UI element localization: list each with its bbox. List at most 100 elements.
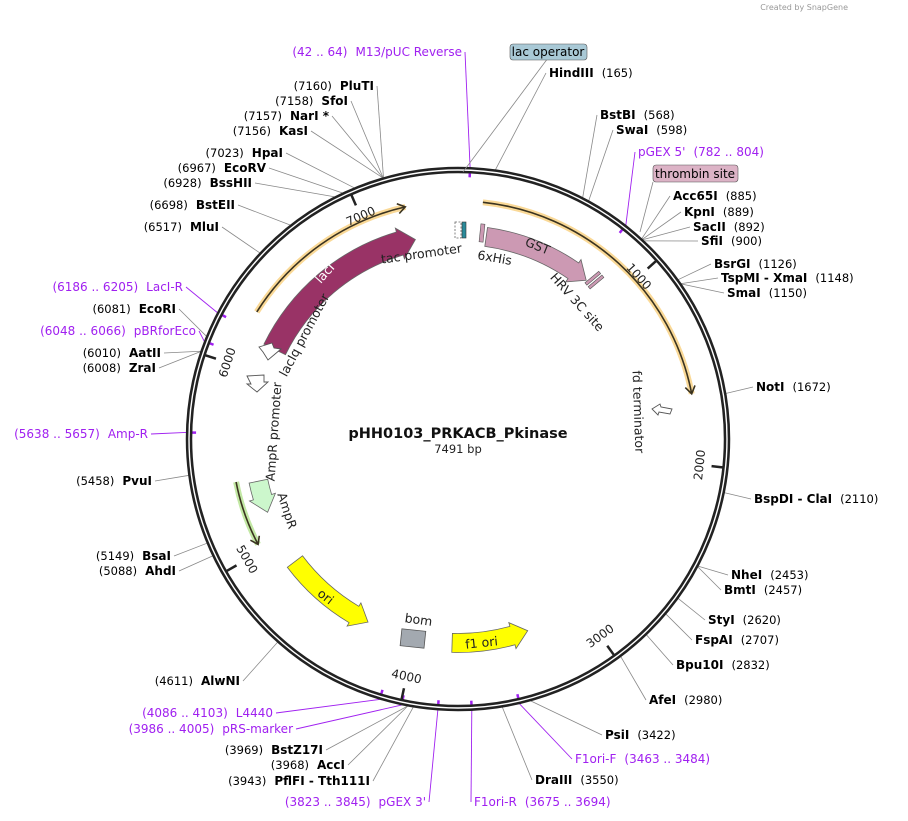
enzyme-leader-line	[642, 211, 682, 240]
enzyme-label[interactable]: PsiI(3422)	[605, 728, 676, 742]
enzyme-label[interactable]: StyI(2620)	[708, 613, 781, 627]
enzyme-label[interactable]: (6008)ZraI	[83, 361, 156, 375]
lac-operator-mark[interactable]	[461, 221, 467, 239]
primer-name: F1ori-R	[474, 795, 517, 809]
primer-label[interactable]: (6186 .. 6205)LacI-R	[52, 280, 183, 294]
enzyme-label[interactable]: (6010)AatII	[83, 346, 161, 360]
enzyme-leader-line	[154, 475, 189, 482]
enzyme-label[interactable]: (5458)PvuI	[76, 474, 152, 488]
orf-line[interactable]	[256, 206, 406, 313]
primer-name: pGEX 5'	[638, 145, 685, 159]
enzyme-name: ZraI	[129, 361, 156, 375]
enzyme-label[interactable]: AfeI(2980)	[649, 693, 722, 707]
ampr-promoter-label: AmpR promoter	[263, 381, 285, 482]
enzyme-label[interactable]: NheI(2453)	[731, 568, 808, 582]
enzyme-label[interactable]: (7157)NarI *	[244, 109, 330, 123]
enzyme-label[interactable]: (6517)MluI	[144, 220, 219, 234]
fd-terminator-label: fd terminator	[630, 370, 648, 454]
enzyme-label[interactable]: (6081)EcoRI	[92, 302, 176, 316]
enzyme-label[interactable]: SacII(892)	[693, 220, 765, 234]
6xhis-mark[interactable]	[478, 223, 486, 243]
enzyme-label[interactable]: Acc65I(885)	[673, 189, 757, 203]
enzyme-label[interactable]: NotI(1672)	[756, 380, 831, 394]
enzyme-label[interactable]: KpnI(889)	[684, 205, 754, 219]
thrombin-site-box[interactable]: thrombin site	[639, 164, 739, 233]
tick-label: 3000	[584, 621, 617, 650]
feature-ampr-arrow[interactable]	[248, 478, 277, 513]
enzyme-label[interactable]: (6928)BssHII	[163, 176, 252, 190]
primer-label[interactable]: pGEX 5'(782 .. 804)	[638, 145, 764, 159]
feature-gst-arrow[interactable]	[484, 227, 587, 283]
primer-pos: (3823 .. 3845)	[285, 795, 371, 809]
lac-operator-box[interactable]: lac operator	[462, 43, 588, 173]
enzyme-label[interactable]: (3969)BstZ17I	[225, 743, 323, 757]
enzyme-label[interactable]: SfiI(900)	[701, 234, 762, 248]
primer-pos: (3463 .. 3484)	[624, 752, 710, 766]
ampr-promoter-arrow[interactable]	[245, 374, 270, 393]
tac-promoter-mark[interactable]	[454, 221, 462, 239]
enzyme-label[interactable]: FspAI(2707)	[695, 633, 779, 647]
primer-label[interactable]: (6048 .. 6066)pBRforEco	[40, 324, 196, 338]
enzyme-leader-line	[681, 283, 725, 294]
feature-f1-ori-arrow[interactable]	[451, 621, 529, 653]
enzyme-pos: (2707)	[741, 633, 779, 647]
enzyme-pos: (3550)	[580, 773, 618, 787]
primer-name: LacI-R	[146, 280, 183, 294]
enzyme-label[interactable]: (5149)BsaI	[96, 549, 171, 563]
enzyme-label[interactable]: Bpu10I(2832)	[676, 658, 770, 672]
enzyme-label[interactable]: SmaI(1150)	[727, 286, 807, 300]
enzyme-label[interactable]: (7023)HpaI	[206, 146, 283, 160]
primer-label[interactable]: (4086 .. 4103)L4440	[142, 706, 273, 720]
enzyme-label[interactable]: BsrGI(1126)	[714, 257, 797, 271]
enzyme-name: BssHII	[210, 176, 252, 190]
enzyme-label[interactable]: (7156)KasI	[233, 124, 308, 138]
primer-label[interactable]: F1ori-F(3463 .. 3484)	[575, 752, 710, 766]
enzyme-label[interactable]: DraIII (3550)	[535, 773, 619, 787]
orf-line[interactable]	[235, 481, 259, 545]
bom-mark[interactable]	[399, 628, 427, 649]
enzyme-pos: (5149)	[96, 549, 134, 563]
enzyme-label[interactable]: BstBI(568)	[600, 108, 675, 122]
fd-terminator-arrow[interactable]	[651, 403, 673, 416]
enzyme-label[interactable]: BmtI(2457)	[724, 583, 802, 597]
enzyme-pos: (598)	[656, 123, 687, 137]
enzyme-label[interactable]: (7160)PluTI	[294, 79, 374, 93]
enzyme-label[interactable]: HindIII(165)	[549, 66, 633, 80]
enzyme-label[interactable]: SwaI(598)	[616, 123, 687, 137]
primer-label[interactable]: (3986 .. 4005)pRS-marker	[129, 722, 293, 736]
enzyme-label[interactable]: (7158)SfoI	[275, 94, 348, 108]
enzyme-leader-line	[325, 705, 408, 751]
tick-mark	[606, 645, 615, 656]
enzyme-leader-line	[495, 72, 547, 170]
primer-name: pGEX 3'	[379, 795, 426, 809]
primer-leader-line	[275, 699, 380, 714]
enzyme-leader-line	[642, 226, 691, 241]
enzyme-name: AatII	[129, 346, 161, 360]
primer-label[interactable]: (3823 .. 3845) pGEX 3'	[285, 795, 426, 809]
enzyme-pos: (2832)	[731, 658, 769, 672]
primer-label[interactable]: (5638 .. 5657)Amp-R	[14, 427, 148, 441]
primer-label[interactable]: (42 .. 64)M13/pUC Reverse	[292, 45, 462, 59]
enzyme-label[interactable]: (6967)EcoRV	[178, 161, 267, 175]
enzyme-leader-line	[641, 195, 671, 239]
enzyme-leader-line	[665, 613, 693, 641]
enzyme-leader-line	[678, 263, 712, 280]
enzyme-label[interactable]: (6698)BstEII	[150, 198, 235, 212]
enzyme-label[interactable]: BspDI - ClaI(2110)	[754, 492, 878, 506]
feature-laci-arrow[interactable]	[263, 227, 416, 356]
orf-arrowhead	[684, 385, 696, 396]
enzyme-label[interactable]: (3968)AccI	[271, 758, 345, 772]
enzyme-label[interactable]: (5088)AhdI	[99, 564, 176, 578]
enzyme-label[interactable]: TspMI - XmaI(1148)	[721, 271, 854, 285]
feature-ori-arrow[interactable]	[286, 555, 369, 627]
enzyme-name: DraIII	[535, 773, 572, 787]
hrv-3c-site-mark[interactable]	[584, 270, 605, 290]
laciq-promoter-arrow[interactable]	[258, 342, 283, 361]
enzyme-leader-line	[178, 308, 207, 337]
enzyme-label[interactable]: (3943)PflFI - Tth111I	[228, 774, 370, 788]
enzyme-label[interactable]: (4611)AlwNI	[155, 674, 240, 688]
enzyme-pos: (2457)	[764, 583, 802, 597]
primer-label[interactable]: F1ori-R(3675 .. 3694)	[474, 795, 611, 809]
orf-line[interactable]	[482, 201, 693, 394]
tick-mark	[226, 564, 238, 572]
